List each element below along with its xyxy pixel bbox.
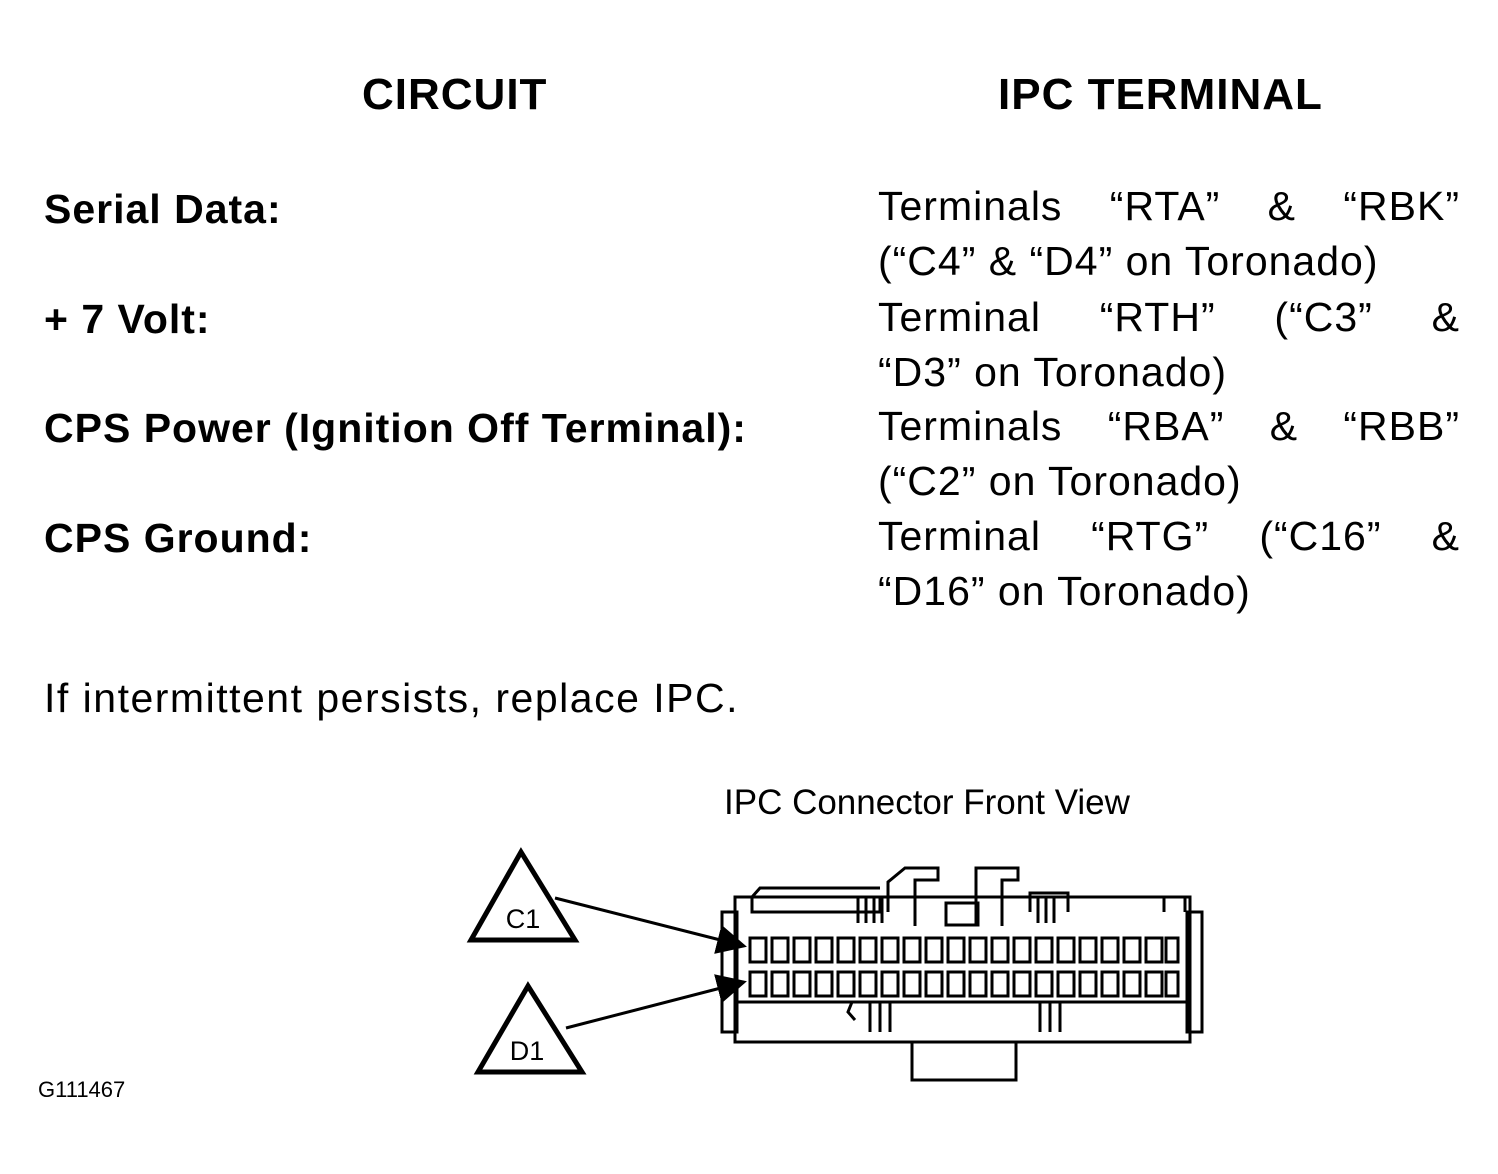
circuit-label-7-volt: + 7 Volt: [44,296,211,342]
terminal-line: Terminals “RBA” & “RBB” [878,403,1460,449]
callout-c1: C1 [466,847,747,954]
terminal-line: “D16” on Toronado) [878,568,1251,614]
circuit-label-serial-data: Serial Data: [44,186,282,232]
figure-caption: IPC Connector Front View [724,783,1130,822]
connector-body [720,866,1204,1082]
terminal-line: Terminal “RTG” (“C16” & [878,513,1460,559]
terminal-value-serial-data: Terminals “RTA” & “RBK” (“C4” & “D4” on … [878,179,1460,289]
terminal-value-cps-ground: Terminal “RTG” (“C16” & “D16” on Toronad… [878,509,1460,619]
callout-triangle-icon [466,847,580,943]
callout-label-c1: C1 [506,904,541,934]
terminal-row-c [748,936,1180,964]
terminal-line: Terminals “RTA” & “RBK” [878,183,1460,229]
terminal-line: (“C4” & “D4” on Toronado) [878,238,1379,284]
circuit-label-cps-power: CPS Power (Ignition Off Terminal): [44,405,747,451]
terminal-line: “D3” on Toronado) [878,349,1227,395]
callout-triangle-icon [473,981,587,1075]
terminal-value-cps-power: Terminals “RBA” & “RBB” (“C2” on Toronad… [878,399,1460,509]
terminal-row-d [748,970,1180,998]
callout-arrow-d1 [565,974,747,1030]
instruction-note: If intermittent persists, replace IPC. [44,675,740,721]
terminal-line: Terminal “RTH” (“C3” & [878,294,1460,340]
callout-d1: D1 [473,974,747,1075]
callout-arrow-c1 [554,896,747,954]
terminal-value-7-volt: Terminal “RTH” (“C3” & “D3” on Toronado) [878,290,1460,400]
ipc-terminal-column-header: IPC TERMINAL [998,70,1323,119]
callout-label-d1: D1 [510,1036,545,1066]
circuit-label-cps-ground: CPS Ground: [44,515,313,561]
figure-id: G111467 [38,1077,126,1102]
circuit-column-header: CIRCUIT [362,70,548,119]
terminal-line: (“C2” on Toronado) [878,458,1242,504]
